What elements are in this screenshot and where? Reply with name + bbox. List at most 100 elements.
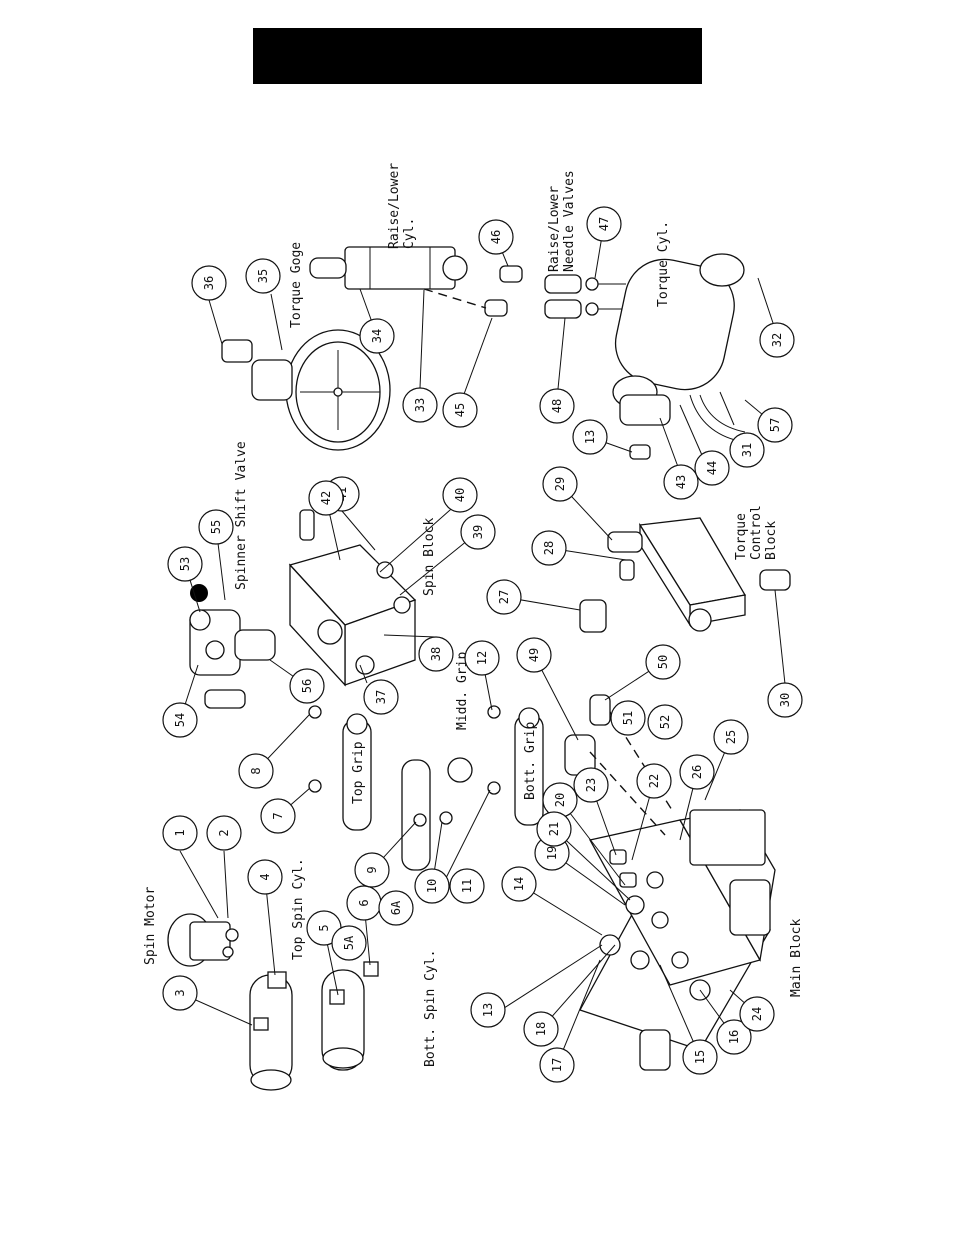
needle-valves-drawing: [544, 274, 626, 319]
callout-27: 27: [486, 579, 522, 615]
svg-text:54: 54: [173, 713, 187, 727]
callout-28: 28: [531, 530, 567, 566]
svg-text:27: 27: [497, 590, 511, 604]
callout-22: 22: [636, 763, 672, 799]
svg-text:50: 50: [656, 655, 670, 669]
svg-text:30: 30: [778, 693, 792, 707]
label-raise-lower-needle-2: Needle Valves: [562, 170, 577, 272]
main-block-drawing: [579, 809, 776, 1071]
svg-text:56: 56: [300, 679, 314, 693]
callout-54: 54: [162, 702, 198, 738]
svg-text:45: 45: [453, 403, 467, 417]
callout-10: 10: [414, 868, 450, 904]
callout-6: 6: [346, 885, 382, 921]
callout-46: 46: [478, 219, 514, 255]
callout-13-main: 13: [470, 992, 506, 1028]
svg-text:6: 6: [357, 899, 371, 906]
callout-40: 40: [442, 477, 478, 513]
callout-52: 52: [647, 704, 683, 740]
label-raise-lower-cyl-2: Cyl.: [402, 218, 417, 249]
svg-text:51: 51: [621, 711, 635, 725]
dashed-line-b: [589, 751, 666, 836]
svg-text:6A: 6A: [389, 900, 403, 915]
callout-25: 25: [713, 719, 749, 755]
svg-text:28: 28: [542, 541, 556, 555]
callout-51: 51: [610, 700, 646, 736]
callout-48: 48: [539, 388, 575, 424]
svg-text:21: 21: [547, 822, 561, 836]
svg-text:18: 18: [534, 1022, 548, 1036]
callout-36: 36: [191, 265, 227, 301]
label-top-grip: Top Grip: [351, 741, 366, 804]
torque-cylinder-drawing: [612, 253, 746, 441]
callout-31: 31: [729, 432, 765, 468]
callout-34: 34: [359, 318, 395, 354]
label-spinner-shift-valve: Spinner Shift Valve: [234, 441, 249, 590]
bott-grip-drawing: [487, 705, 544, 826]
svg-text:10: 10: [425, 879, 439, 893]
callout-5A: 5A: [331, 925, 367, 961]
callout-32: 32: [759, 322, 795, 358]
label-midd-grip: Midd. Grip: [455, 652, 470, 730]
callout-20: 20: [542, 782, 578, 818]
callout-6A: 6A: [378, 890, 414, 926]
svg-text:39: 39: [471, 525, 485, 539]
svg-text:52: 52: [658, 715, 672, 729]
top-spin-cylinder-drawing: [249, 971, 293, 1091]
label-main-block: Main Block: [789, 919, 804, 997]
svg-text:3: 3: [173, 989, 187, 996]
svg-text:31: 31: [740, 443, 754, 457]
svg-text:57: 57: [768, 418, 782, 432]
callout-49: 49: [516, 637, 552, 673]
svg-text:24: 24: [750, 1007, 764, 1021]
label-raise-lower-cyl-1: Raise/Lower: [387, 163, 402, 249]
svg-text:23: 23: [584, 778, 598, 792]
svg-text:13: 13: [583, 430, 597, 444]
svg-text:9: 9: [365, 866, 379, 873]
svg-text:34: 34: [370, 329, 384, 343]
svg-text:33: 33: [413, 398, 427, 412]
callout-8: 8: [238, 753, 274, 789]
label-spin-block: Spin Block: [422, 518, 437, 596]
svg-text:29: 29: [553, 477, 567, 491]
label-torque-control-3: Block: [764, 521, 779, 560]
callout-14: 14: [501, 866, 537, 902]
callout-57: 57: [757, 407, 793, 443]
label-raise-lower-needle-1: Raise/Lower: [547, 186, 562, 272]
svg-text:16: 16: [727, 1030, 741, 1044]
svg-text:8: 8: [249, 767, 263, 774]
callout-23: 23: [573, 767, 609, 803]
callout-11: 11: [449, 868, 485, 904]
svg-text:37: 37: [374, 690, 388, 704]
callout-15: 15: [682, 1039, 718, 1075]
top-grip-drawing: [308, 705, 372, 831]
svg-text:43: 43: [674, 475, 688, 489]
callout-47: 47: [586, 206, 622, 242]
svg-text:19: 19: [545, 846, 559, 860]
svg-text:20: 20: [553, 793, 567, 807]
dashed-line-a: [423, 288, 487, 309]
callout-17: 17: [539, 1047, 575, 1083]
svg-text:47: 47: [597, 217, 611, 231]
midd-grip-drawing: [401, 757, 473, 871]
callout-35: 35: [245, 258, 281, 294]
callout-7: 7: [260, 798, 296, 834]
callout-3: 3: [162, 975, 198, 1011]
callout-18: 18: [523, 1011, 559, 1047]
svg-text:46: 46: [489, 230, 503, 244]
svg-text:17: 17: [550, 1058, 564, 1072]
svg-text:22: 22: [647, 774, 661, 788]
svg-text:5A: 5A: [342, 935, 356, 950]
svg-text:32: 32: [770, 333, 784, 347]
label-torque-control-2: Control: [749, 505, 764, 560]
callout-43: 43: [663, 464, 699, 500]
label-spin-motor: Spin Motor: [143, 887, 158, 965]
svg-text:1: 1: [173, 829, 187, 836]
label-top-spin-cyl: Top Spin Cyl.: [291, 858, 306, 960]
callout-39: 39: [460, 514, 496, 550]
svg-text:35: 35: [256, 269, 270, 283]
svg-text:13: 13: [481, 1003, 495, 1017]
callout-29: 29: [542, 466, 578, 502]
callout-26: 26: [679, 754, 715, 790]
callout-13-torque: 13: [572, 419, 608, 455]
